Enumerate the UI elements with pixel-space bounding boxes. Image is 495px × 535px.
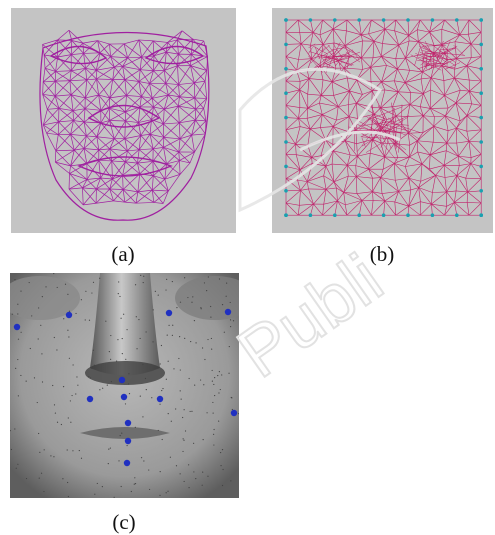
feature-point xyxy=(87,396,93,402)
feature-point xyxy=(166,310,172,316)
boundary-point xyxy=(455,213,459,217)
boundary-point xyxy=(455,18,459,22)
boundary-point xyxy=(284,165,288,169)
panel-a-image xyxy=(11,8,236,233)
boundary-point xyxy=(479,116,483,120)
boundary-point xyxy=(284,140,288,144)
caption-b: (b) xyxy=(322,243,442,265)
boundary-point xyxy=(479,189,483,193)
boundary-point xyxy=(284,91,288,95)
boundary-point xyxy=(479,165,483,169)
feature-point xyxy=(225,309,231,315)
feature-point xyxy=(125,438,131,444)
boundary-point xyxy=(333,213,337,217)
feature-point xyxy=(157,396,163,402)
boundary-point xyxy=(479,213,483,217)
feature-point xyxy=(121,394,127,400)
boundary-point xyxy=(309,18,313,22)
boundary-point xyxy=(431,213,435,217)
boundary-point xyxy=(479,67,483,71)
nose-bridge xyxy=(90,273,160,376)
feature-point xyxy=(124,460,130,466)
boundary-point xyxy=(357,213,361,217)
boundary-point xyxy=(333,18,337,22)
boundary-point xyxy=(284,43,288,47)
boundary-point xyxy=(284,189,288,193)
boundary-point xyxy=(479,140,483,144)
boundary-point xyxy=(309,213,313,217)
boundary-point xyxy=(284,18,288,22)
boundary-point xyxy=(479,18,483,22)
boundary-point xyxy=(284,213,288,217)
boundary-point xyxy=(406,18,410,22)
feature-point xyxy=(231,410,237,416)
face-mesh-flattened xyxy=(272,8,493,233)
boundary-point xyxy=(431,18,435,22)
face-mesh-3d xyxy=(11,8,236,233)
feature-point xyxy=(66,312,72,318)
boundary-point xyxy=(284,116,288,120)
panel-b-image xyxy=(272,8,493,233)
feature-point xyxy=(14,324,20,330)
boundary-point xyxy=(406,213,410,217)
boundary-point xyxy=(479,91,483,95)
boundary-point xyxy=(382,213,386,217)
textured-face xyxy=(10,273,239,498)
boundary-point xyxy=(357,18,361,22)
panel-c-image xyxy=(10,273,239,498)
caption-c: (c) xyxy=(64,511,184,533)
caption-a: (a) xyxy=(63,243,183,265)
boundary-point xyxy=(382,18,386,22)
feature-point xyxy=(119,377,125,383)
nostrils xyxy=(85,361,165,385)
boundary-point xyxy=(479,43,483,47)
feature-point xyxy=(125,420,131,426)
boundary-point xyxy=(284,67,288,71)
